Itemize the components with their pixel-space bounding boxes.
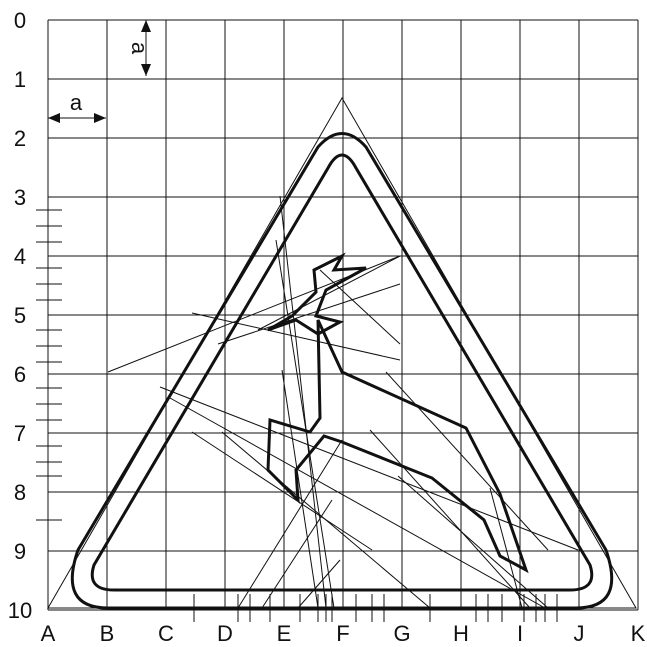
bottom-ticks: [193, 594, 558, 622]
vertical-dimension: [141, 20, 151, 76]
left-ticks: [36, 209, 62, 521]
column-label: F: [336, 621, 349, 646]
row-label: 10: [8, 598, 32, 623]
column-label: C: [158, 621, 174, 646]
row-label: 8: [14, 480, 26, 505]
horizontal-dimension: [48, 113, 106, 123]
row-label: 4: [14, 244, 26, 269]
column-label: J: [574, 621, 585, 646]
row-label: 9: [14, 539, 26, 564]
column-label: I: [517, 621, 523, 646]
construction-triangle: [47, 96, 637, 609]
row-label: 5: [14, 303, 26, 328]
column-label: A: [41, 621, 56, 646]
row-labels: 0 1 2 3 4 5 6 7 8 9 10: [8, 8, 32, 623]
column-label: E: [277, 621, 292, 646]
column-labels: A B C D E F G H I J K: [41, 621, 646, 646]
column-label: D: [217, 621, 233, 646]
row-label: 6: [14, 362, 26, 387]
row-label: 1: [14, 67, 26, 92]
column-label: K: [631, 621, 646, 646]
row-label: 7: [14, 421, 26, 446]
column-label: H: [453, 621, 469, 646]
deer-figure: [266, 252, 529, 574]
row-label: 3: [14, 185, 26, 210]
row-label: 2: [14, 126, 26, 151]
column-label: B: [100, 621, 115, 646]
construction-lines: [107, 195, 579, 609]
row-label: 0: [14, 8, 26, 33]
horizontal-dimension-label: a: [70, 90, 83, 115]
outer-triangle-border: [70, 132, 614, 610]
vertical-dimension-label: a: [127, 42, 152, 55]
grid: [47, 19, 639, 611]
column-label: G: [393, 621, 410, 646]
inner-triangle-border: [90, 153, 594, 592]
